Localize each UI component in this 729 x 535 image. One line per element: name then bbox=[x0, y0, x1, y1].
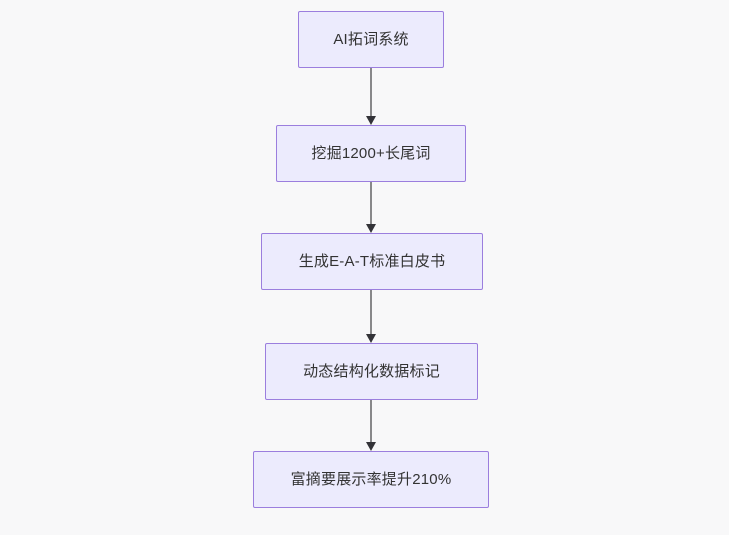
flow-node-label: 富摘要展示率提升210% bbox=[290, 471, 452, 488]
edge-line bbox=[370, 68, 372, 117]
flow-node-label: AI拓词系统 bbox=[333, 31, 409, 48]
flow-node-mine-longtail-keywords[interactable]: 挖掘1200+长尾词 bbox=[276, 125, 466, 182]
flow-node-label: 挖掘1200+长尾词 bbox=[311, 145, 431, 162]
flow-node-ai-keyword-system[interactable]: AI拓词系统 bbox=[298, 11, 444, 68]
arrowhead-icon bbox=[366, 224, 376, 233]
flow-node-generate-eat-whitepaper[interactable]: 生成E-A-T标准白皮书 bbox=[261, 233, 483, 290]
flow-node-label: 生成E-A-T标准白皮书 bbox=[298, 253, 446, 270]
edge-line bbox=[370, 290, 372, 335]
arrowhead-icon bbox=[366, 116, 376, 125]
flow-node-dynamic-structured-data[interactable]: 动态结构化数据标记 bbox=[265, 343, 478, 400]
edge-line bbox=[370, 182, 372, 225]
arrowhead-icon bbox=[366, 334, 376, 343]
flow-node-rich-snippet-result[interactable]: 富摘要展示率提升210% bbox=[253, 451, 489, 508]
flow-node-label: 动态结构化数据标记 bbox=[303, 363, 440, 380]
arrowhead-icon bbox=[366, 442, 376, 451]
edge-line bbox=[370, 400, 372, 443]
